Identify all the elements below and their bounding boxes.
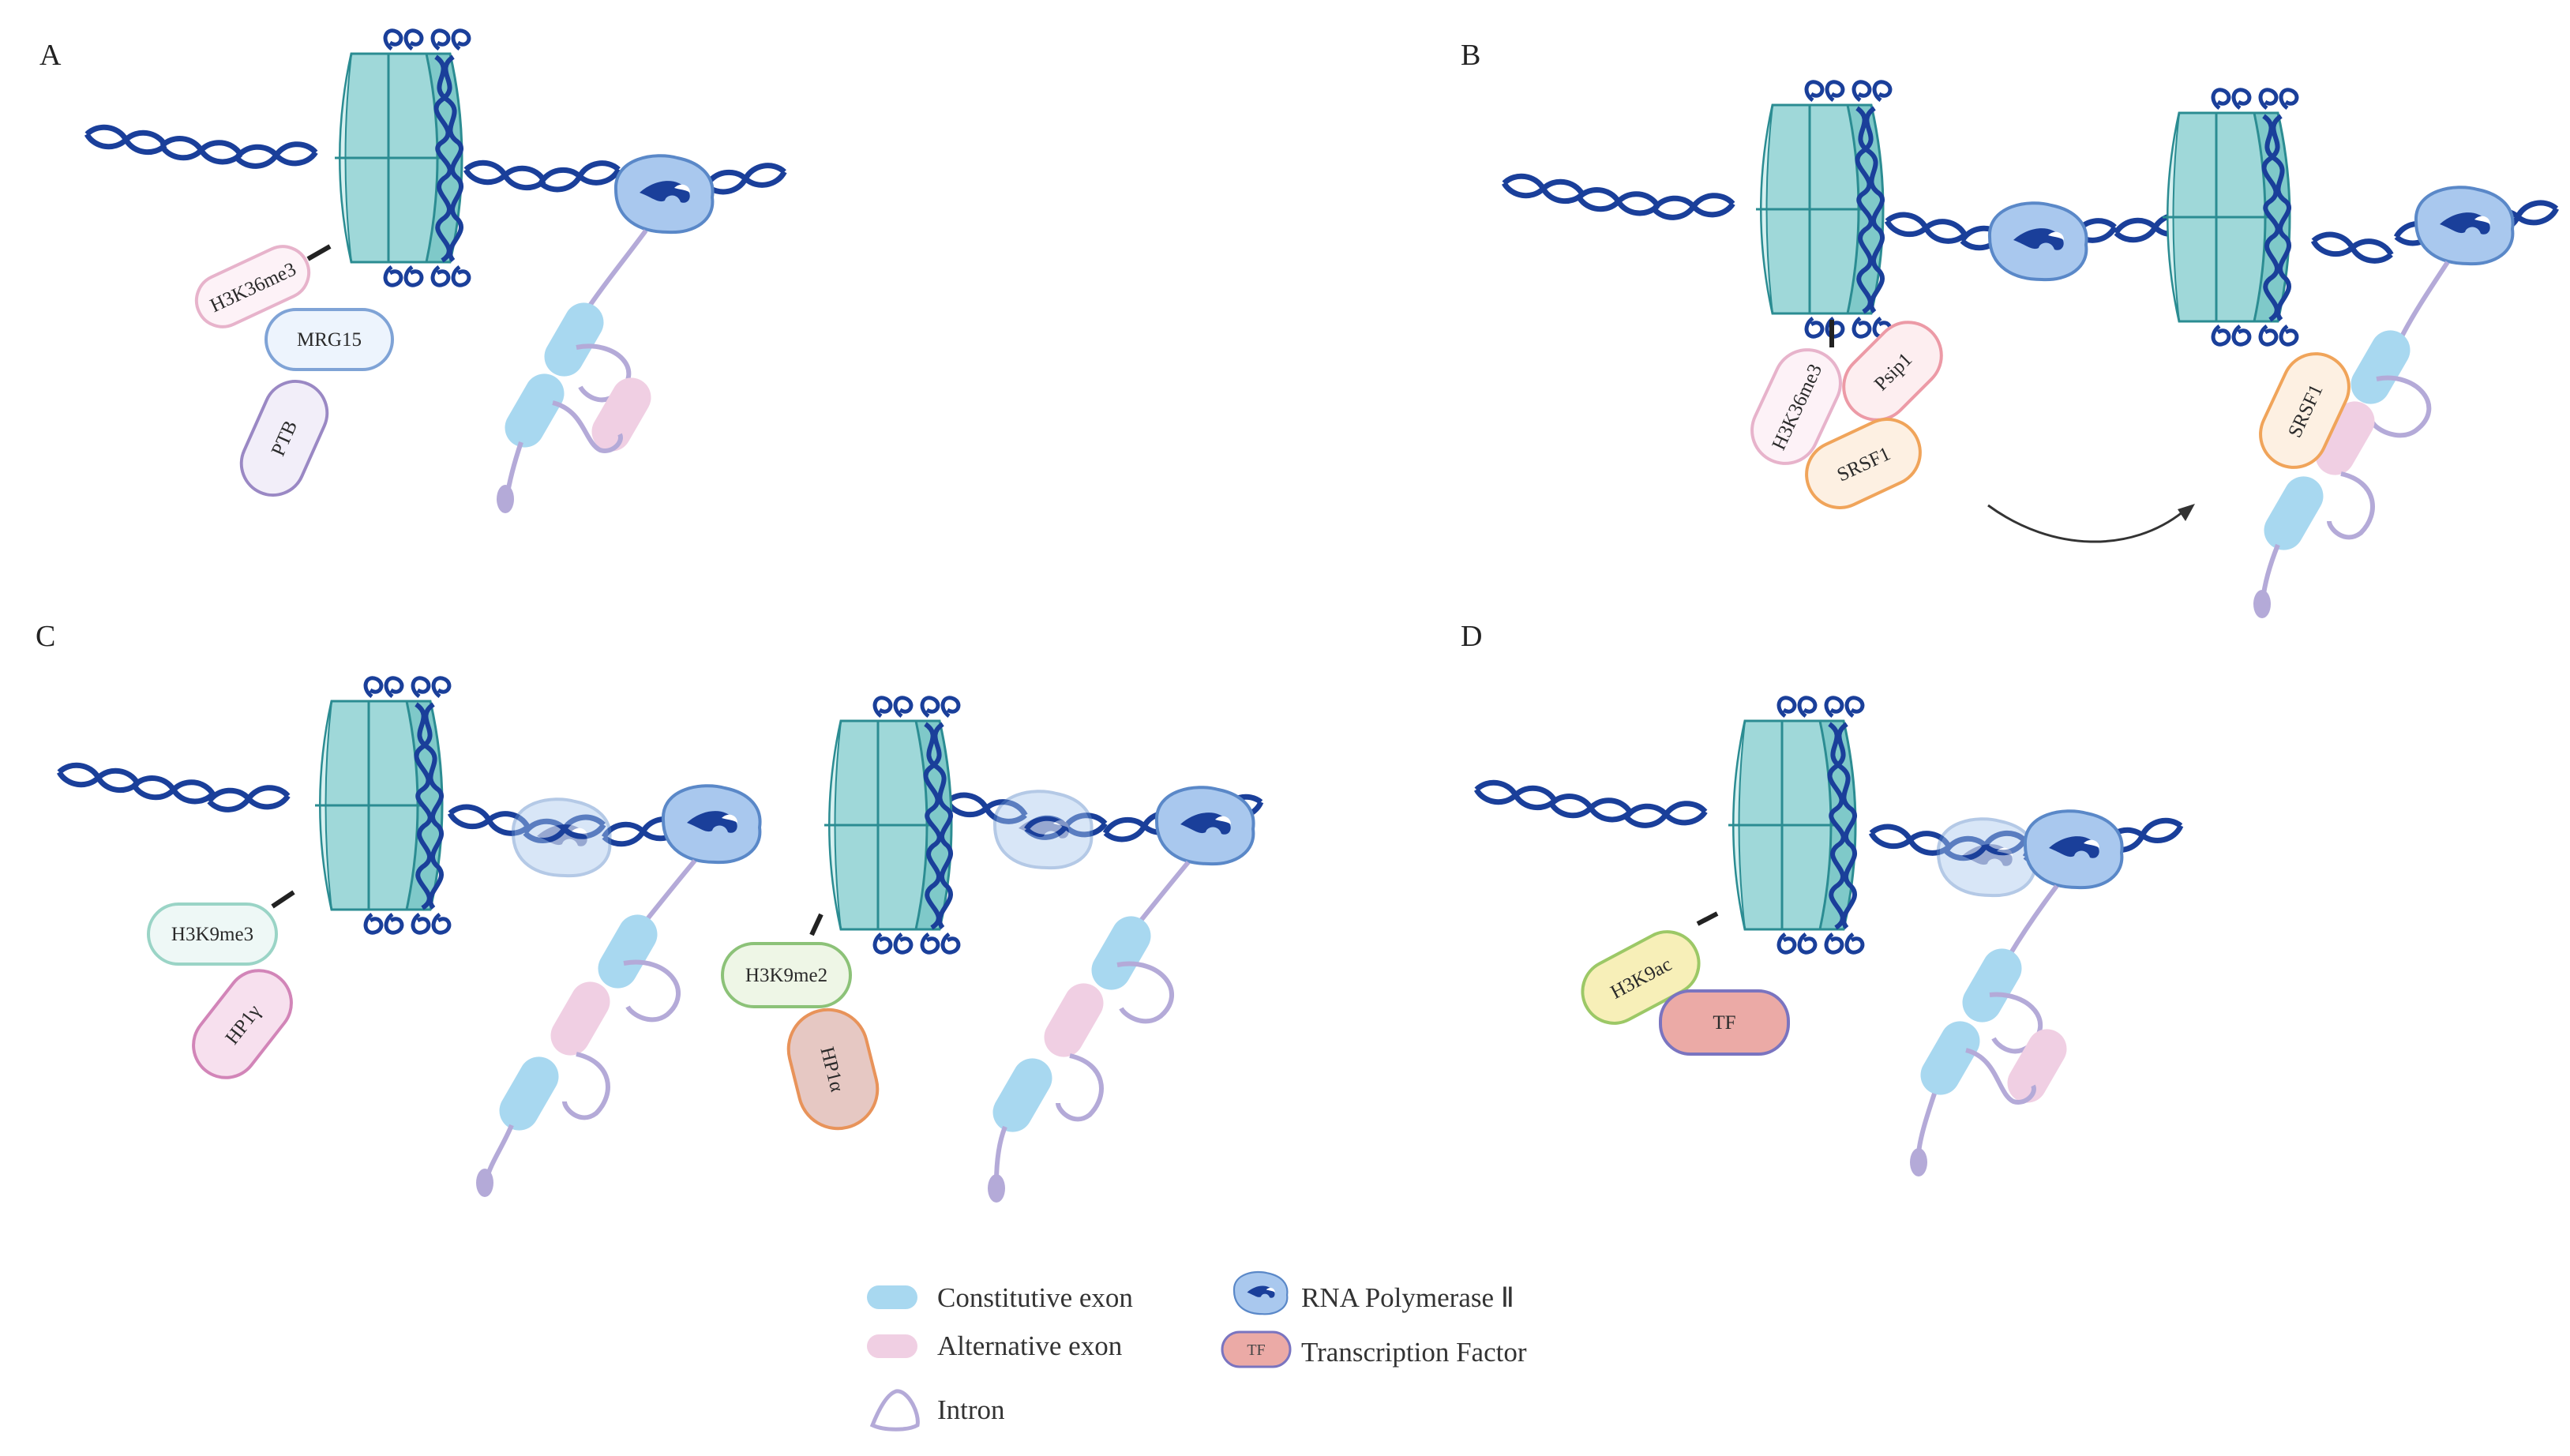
nucleosome	[1728, 698, 1863, 952]
nucleosome	[1756, 82, 1890, 336]
panel-b-label: B	[1461, 39, 1480, 72]
panel-a-label: A	[39, 39, 62, 72]
nascent-transcript	[2253, 261, 2450, 618]
nucleosome	[335, 31, 469, 285]
tf-swatch	[1221, 1330, 1292, 1368]
nascent-transcript	[497, 229, 651, 513]
alternative-exon-swatch	[867, 1334, 917, 1358]
panel-c-label: C	[36, 620, 55, 653]
panel-a: A H3K36me3 MRG15	[39, 31, 786, 513]
nascent-transcript	[476, 859, 697, 1197]
legend-constitutive-exon: Constitutive exon	[867, 1282, 1133, 1313]
legend-intron: Intron	[869, 1389, 1005, 1432]
transcription-factor: TF	[1659, 989, 1790, 1056]
srsf1-protein: SRSF1	[1805, 418, 1922, 509]
constitutive-exon-swatch	[867, 1285, 917, 1309]
hp1-gamma-protein: HP1γ	[192, 969, 293, 1079]
h3k9me2-label: H3K9me2	[745, 965, 827, 986]
nucleosome	[2163, 90, 2297, 344]
alternative-exon-label: Alternative exon	[937, 1330, 1122, 1361]
rna-polymerase-icon	[2023, 809, 2124, 890]
nucleosome	[315, 678, 449, 933]
legend-rna-polymerase: RNA Polymerase Ⅱ	[1232, 1270, 1514, 1315]
rna-polymerase-icon	[2414, 186, 2515, 266]
srsf1-protein-moved: SRSF1	[2259, 352, 2351, 469]
constitutive-exon-label: Constitutive exon	[937, 1282, 1133, 1313]
h3k9me3-label: H3K9me3	[171, 924, 253, 945]
rna-polymerase-label: RNA Polymerase Ⅱ	[1301, 1282, 1514, 1313]
nucleosome	[824, 698, 959, 952]
tf-swatch-label: TF	[1247, 1342, 1265, 1359]
intron-swatch	[869, 1389, 920, 1432]
panel-b: B H3K36me3	[1461, 39, 2558, 618]
panel-c: C	[36, 620, 1263, 1203]
rna-polymerase-icon	[1987, 201, 2088, 282]
mrg15-label: MRG15	[297, 329, 362, 351]
ptb-protein: PTB	[239, 380, 329, 497]
legend-alternative-exon: Alternative exon	[867, 1330, 1122, 1361]
mrg15-protein: MRG15	[265, 308, 394, 371]
nascent-transcript	[1910, 884, 2067, 1176]
panel-d: D H3K9ac TF	[1461, 620, 2183, 1176]
psip1-protein: Psip1	[1842, 321, 1943, 422]
intron-label: Intron	[937, 1394, 1005, 1425]
legend-transcription-factor: TF Transcription Factor	[1221, 1330, 1527, 1368]
h3k9me3-mark: H3K9me3	[147, 902, 278, 966]
rna-polymerase-faded-icon	[995, 791, 1092, 868]
legend: Constitutive exon Alternative exon Intro…	[867, 1270, 1527, 1432]
hp1-alpha-protein: HP1α	[786, 1008, 880, 1131]
transcription-factor-label: Transcription Factor	[1301, 1337, 1527, 1368]
h3k9me2-mark: H3K9me2	[721, 942, 852, 1008]
rna-polymerase-icon	[1232, 1270, 1289, 1315]
h3k36me3-mark: H3K36me3	[1750, 348, 1842, 465]
rna-polymerase-icon	[613, 154, 715, 235]
rna-polymerase-icon	[661, 784, 762, 865]
rna-polymerase-faded-icon	[513, 799, 610, 876]
tf-label: TF	[1713, 1012, 1735, 1034]
nascent-transcript	[988, 861, 1191, 1203]
panel-d-label: D	[1461, 620, 1482, 653]
rna-polymerase-faded-icon	[1938, 819, 2035, 895]
recruitment-arrow	[1987, 504, 2195, 543]
rna-polymerase-icon	[1154, 786, 1255, 866]
h3k9ac-mark: H3K9ac	[1581, 930, 1701, 1025]
